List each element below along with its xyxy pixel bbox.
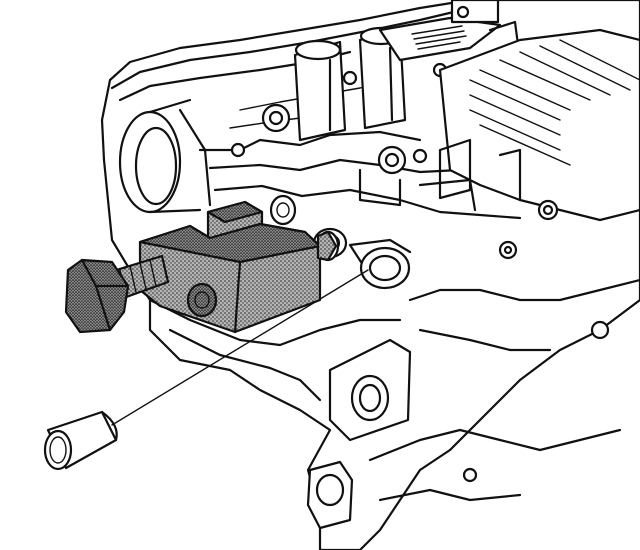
case-bolt — [462, 467, 478, 483]
case-lower-rib — [148, 298, 402, 347]
tool-bolt — [64, 254, 170, 334]
case-bolt — [503, 245, 513, 255]
transmission-case — [100, 0, 640, 550]
bolt-hex-head — [64, 258, 130, 334]
seal-plug — [43, 410, 118, 471]
case-lower-rib — [408, 278, 640, 302]
center-bosses — [230, 103, 477, 212]
case-lower-rib — [418, 328, 552, 352]
upper-cylinders — [293, 26, 448, 142]
case-bolt — [590, 320, 610, 340]
case-lower-rib — [168, 328, 322, 402]
top-cover — [378, 0, 522, 62]
case-rib — [208, 158, 462, 174]
tool-bushing — [269, 194, 297, 226]
lower-boss — [328, 338, 412, 442]
installer-tool — [138, 194, 340, 334]
seal-open-end — [43, 429, 73, 471]
case-rim — [110, 8, 464, 90]
case-rib — [213, 184, 522, 220]
tool-front-bolt — [186, 282, 218, 318]
lower-port — [348, 238, 412, 290]
drum-housing — [438, 28, 640, 222]
mounting-ear — [306, 428, 622, 530]
tool-body-top-face — [138, 222, 322, 264]
installation-guide-line — [111, 269, 369, 426]
